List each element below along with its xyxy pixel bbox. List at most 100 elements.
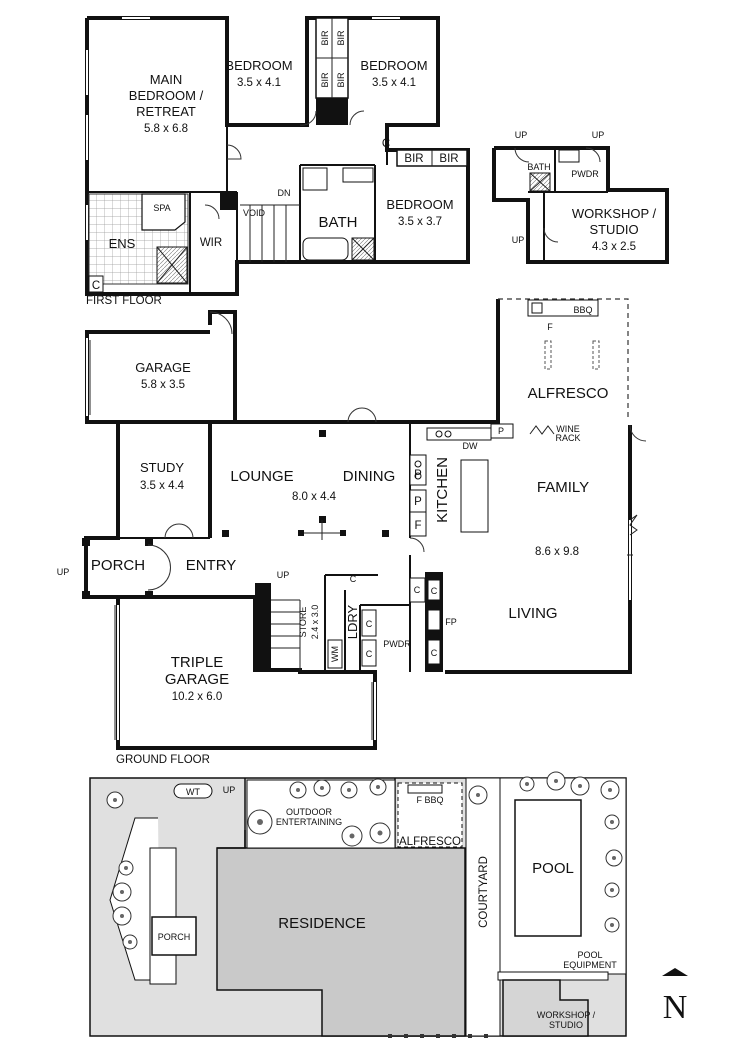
first-floor-labels: MAIN BEDROOM / RETREAT 5.8 x 6.8 BEDROOM… [86, 30, 459, 307]
bir-label-3: BIR [320, 72, 330, 88]
bedroom-3-label: BEDROOM [360, 58, 427, 73]
lounge-label: LOUNGE [230, 468, 293, 485]
triple-garage-label-2: GARAGE [165, 671, 229, 688]
powder-cupboard-2: C [366, 649, 373, 659]
studio-pwdr-label: PWDR [571, 169, 599, 179]
triple-garage-label-1: TRIPLE [171, 654, 224, 671]
first-floor-cupboard-label: C [382, 138, 390, 150]
ens-label: ENS [109, 236, 136, 251]
studio-dims: 4.3 x 2.5 [592, 241, 636, 253]
alfresco-label: ALFRESCO [528, 385, 609, 402]
outdoor-entertaining-label-1: OUTDOOR [286, 807, 332, 817]
pantry-label-3: P [414, 496, 422, 508]
study-label: STUDY [140, 460, 184, 475]
wir-label: WIR [200, 237, 222, 249]
fireplace-label: FP [445, 617, 457, 627]
store-label: STORE [298, 607, 308, 638]
powder-room-label: PWDR [383, 639, 411, 649]
site-workshop-label-1: WORKSHOP / [537, 1010, 596, 1020]
pantry-label-1: P [498, 426, 504, 436]
ground-floor-plan [82, 298, 647, 750]
north-arrow: N [662, 968, 688, 1026]
main-bedroom-label-2: BEDROOM / [129, 88, 204, 103]
bedroom-2-dims: 3.5 x 4.1 [237, 77, 281, 89]
dishwasher-label: DW [463, 441, 478, 451]
studio-up-label-1: UP [515, 130, 528, 140]
pool-equipment-label-2: EQUIPMENT [563, 960, 617, 970]
store-dims: 2.4 x 3.0 [310, 605, 320, 640]
powder-cupboard-1: C [366, 619, 373, 629]
wine-rack-label-1: WINE [556, 424, 580, 434]
ground-floor-level-label: GROUND FLOOR [116, 754, 210, 766]
study-dims: 3.5 x 4.4 [140, 480, 185, 492]
ens-cupboard-label: C [92, 280, 100, 292]
fp-cupboard-3: C [431, 648, 438, 658]
bath-label: BATH [319, 214, 358, 231]
alfresco-fireplace-label: F [547, 322, 553, 332]
studio-name-2: STUDIO [589, 222, 638, 237]
main-bedroom-dims: 5.8 x 6.8 [144, 123, 188, 135]
ground-floor-labels: GARAGE 5.8 x 3.5 ALFRESCO F BBQ P DW WIN… [57, 305, 609, 766]
living-label: LIVING [508, 605, 557, 622]
site-plan [89, 771, 627, 1038]
dining-label: DINING [343, 468, 396, 485]
garage-dims: 5.8 x 3.5 [141, 379, 185, 391]
family-label: FAMILY [537, 479, 589, 496]
bedroom-3-dims: 3.5 x 4.1 [372, 77, 416, 89]
main-bedroom-label-3: RETREAT [136, 104, 196, 119]
bedroom-4-label: BEDROOM [386, 197, 453, 212]
bir-label-1: BIR [320, 30, 330, 46]
courtyard-label: COURTYARD [478, 856, 490, 928]
fp-cupboard-1: C [414, 585, 421, 595]
outdoor-entertaining-label-2: ENTERTAINING [276, 817, 342, 827]
main-bedroom-label-1: MAIN [150, 72, 183, 87]
entry-label: ENTRY [186, 557, 237, 574]
site-f-bbq-label: F BBQ [416, 795, 443, 805]
wine-rack-label-2: RACK [555, 433, 580, 443]
studio-plan [492, 146, 669, 264]
triple-garage-dims: 10.2 x 6.0 [172, 691, 223, 703]
site-workshop-label-2: STUDIO [549, 1020, 583, 1030]
porch-up-label: UP [57, 567, 70, 577]
first-floor-level-label: FIRST FLOOR [86, 295, 162, 307]
site-alfresco-label: ALFRESCO [399, 836, 461, 848]
stairs-down-label: DN [278, 188, 291, 198]
ground-stairs-up-label: UP [277, 570, 290, 580]
bir-label-5: BIR [404, 153, 423, 165]
bedroom-4-dims: 3.5 x 3.7 [398, 216, 442, 228]
site-trees [106, 771, 623, 950]
lounge-dining-dims: 8.0 x 4.4 [292, 491, 337, 503]
kitchen-label: KITCHEN [434, 457, 451, 523]
residence-label: RESIDENCE [278, 915, 366, 932]
family-living-dims: 8.6 x 9.8 [535, 546, 579, 558]
pool-equipment-label-1: POOL [577, 950, 602, 960]
north-arrow-icon [662, 968, 688, 976]
site-porch-label: PORCH [158, 932, 191, 942]
bir-label-2: BIR [336, 30, 346, 46]
studio-bath-label: BATH [527, 162, 550, 172]
water-tank-label: WT [186, 787, 200, 797]
laundry-cupboard-label: C [350, 574, 357, 584]
porch-label: PORCH [91, 557, 145, 574]
pool-label: POOL [532, 860, 574, 877]
garage-label: GARAGE [135, 360, 191, 375]
fp-cupboard-2: C [431, 586, 438, 596]
bir-label-4: BIR [336, 72, 346, 88]
void-label: VOID [243, 208, 266, 218]
north-label: N [663, 989, 688, 1026]
alfresco-bbq-label: BBQ [573, 305, 592, 315]
washing-machine-label: WM [330, 646, 340, 662]
bir-label-6: BIR [439, 153, 458, 165]
spa-label: SPA [153, 203, 170, 213]
pantry-label-2: P [414, 469, 422, 481]
first-floor-plan [85, 16, 470, 296]
studio-name-1: WORKSHOP / [572, 206, 657, 221]
studio-labels: UP UP BATH PWDR UP WORKSHOP / STUDIO 4.3… [512, 130, 657, 253]
laundry-label: LDRY [345, 604, 360, 639]
fridge-label: F [414, 520, 421, 532]
studio-up-label-2: UP [592, 130, 605, 140]
site-plan-labels: WT UP OUTDOOR ENTERTAINING F BBQ ALFRESC… [158, 785, 618, 1030]
studio-up-label-3: UP [512, 235, 525, 245]
site-up-label: UP [223, 785, 236, 795]
